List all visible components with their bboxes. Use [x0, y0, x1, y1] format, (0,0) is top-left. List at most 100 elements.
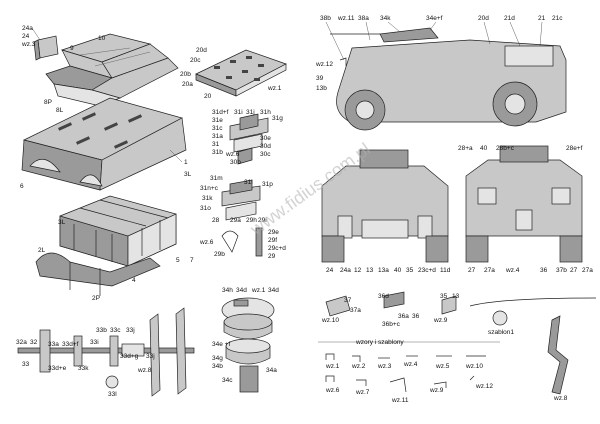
label-29a: 29a [230, 217, 241, 224]
label-31o: 31o [200, 205, 211, 212]
legend-wz6: wz.6 [325, 387, 340, 394]
label-33j-b: 33j [146, 353, 155, 360]
legend-wz11: wz.11 [391, 397, 409, 404]
legend-wz5: wz.5 [435, 363, 450, 370]
label-33l: 33l [108, 391, 117, 398]
label-33d-e: 33d+e [48, 365, 67, 372]
label-27a-b: 27a [582, 267, 593, 274]
label-40-rear: 40 [480, 145, 488, 152]
label-31i: 31i [234, 109, 243, 116]
label-24: 24 [22, 33, 30, 40]
label-5: 5 [176, 257, 180, 264]
label-33k: 33k [78, 365, 89, 372]
label-12: 12 [354, 267, 362, 274]
label-30c: 30c [260, 151, 271, 158]
legend-wz1: wz.1 [325, 363, 340, 370]
label-2P: 2P [92, 295, 100, 302]
label-32: 32 [30, 339, 38, 346]
label-34g: 34g [212, 355, 223, 362]
legend-wz7: wz.7 [355, 389, 370, 396]
label-38b: 38b [320, 15, 331, 22]
legend-title: wzory i szablony [355, 339, 404, 346]
label-wz1-turret: wz.1 [251, 287, 266, 294]
roof-panels: 10 9 8P 8L [44, 33, 179, 114]
label-33j: 33j [126, 327, 135, 334]
label-31a: 31a [212, 133, 223, 140]
turret-assembly: 34h 34d wz.1 34d 34e +f 34g 34b 34c 34a [212, 287, 279, 393]
label-29e: 29e [268, 229, 279, 236]
label-29f: 29f [268, 237, 277, 244]
label-34e-f-side: 34e+f [426, 15, 443, 22]
label-29b: 29b [214, 251, 225, 258]
label-29h: 29h [246, 217, 257, 224]
label-wz8: wz.8 [137, 367, 152, 374]
label-27-b: 27 [570, 267, 578, 274]
label-27a: 27a [484, 267, 495, 274]
label-31g: 31g [272, 115, 283, 122]
label-34a: 34a [266, 367, 277, 374]
label-wz6-b: wz.6 [199, 239, 214, 246]
label-28-a: 28+a [458, 145, 473, 152]
label-3L-frame: 3L [58, 219, 66, 226]
label-30e: 30e [260, 135, 271, 142]
part-31-bracket: 31d+f 31i 31j 31h 31g 31e 31c 31a 31 31b… [212, 109, 283, 166]
label-20: 20 [204, 93, 212, 100]
label-20a: 20a [182, 81, 193, 88]
label-36d: 36d [378, 293, 389, 300]
label-33b: 33b [96, 327, 107, 334]
label-29: 29 [268, 253, 276, 260]
label-31j: 31j [246, 109, 255, 116]
part-31m-assembly: 31m 31n+c 31k 31l 31o 31p 28 29a 29h 29i… [199, 175, 286, 260]
label-wz11: wz.11 [337, 15, 355, 22]
label-33: 33 [22, 361, 30, 368]
label-szablon1: szablon1 [488, 329, 514, 336]
label-37a: 37a [350, 307, 361, 314]
label-39: 39 [316, 75, 324, 82]
hull-upper: 1 3L 6 [20, 97, 192, 191]
label-31m: 31m [210, 175, 223, 182]
label-wz3: wz.3 [21, 41, 36, 48]
label-13: 13 [366, 267, 374, 274]
legend-wz4: wz.4 [403, 361, 418, 368]
label-29i: 29i [258, 217, 267, 224]
label-34k: 34k [380, 15, 391, 22]
label-40: 40 [394, 267, 402, 274]
label-37b: 37b [556, 267, 567, 274]
label-wz1: wz.1 [267, 85, 282, 92]
label-34b: 34b [212, 363, 223, 370]
part-20-plate: 20d 20c 20b 20a 20 wz.1 [180, 47, 287, 100]
label-1: 1 [184, 159, 188, 166]
label-33d-g: 33d+g [120, 353, 139, 360]
label-36a: 36a [398, 313, 409, 320]
legend-wz9: wz.9 [429, 387, 444, 394]
label-2L: 2L [38, 247, 46, 254]
label-34d: 34d [236, 287, 247, 294]
label-33c: 33c [110, 327, 121, 334]
label-20d: 20d [196, 47, 207, 54]
label-13a: 13a [378, 267, 389, 274]
label-28: 28 [212, 217, 220, 224]
label-35-small: 35 [440, 293, 448, 300]
label-31b: 31b [212, 149, 223, 156]
label-33d-f: 33d+f [62, 341, 79, 348]
label-31: 31 [212, 141, 220, 148]
label-28e-f: 28e+f [566, 145, 583, 152]
label-27: 27 [468, 267, 476, 274]
label-6: 6 [20, 183, 24, 190]
label-20c: 20c [190, 57, 201, 64]
label-3L: 3L [184, 171, 192, 178]
label-8P: 8P [44, 99, 52, 106]
label-31c: 31c [212, 125, 223, 132]
label-28b-c: 28b+c [496, 145, 515, 152]
part-24-assembly: 24a 24 wz.3 [21, 25, 59, 61]
label-31n-c: 31n+c [200, 185, 219, 192]
label-32a: 32a [16, 339, 27, 346]
label-37: 37 [344, 297, 352, 304]
legend-wz10: wz.10 [465, 363, 483, 370]
label-36b-c: 36b+c [382, 321, 401, 328]
label-30d: 30d [260, 143, 271, 150]
label-11d: 11d [440, 267, 451, 274]
small-parts-row: 37 37a wz.10 36d 36a 36 36b+c 35 13 wz.9 [321, 291, 460, 328]
label-20d-side: 20d [478, 15, 489, 22]
